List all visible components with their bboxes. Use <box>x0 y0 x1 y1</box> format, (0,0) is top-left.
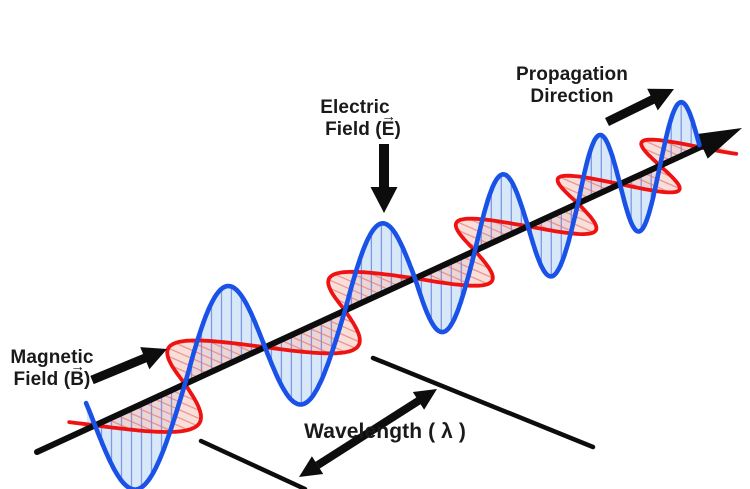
magnetic-wave-curve <box>67 137 739 434</box>
magnetic-field-label-line2: Field (→B) <box>13 358 91 391</box>
vector-arrow-icon: → <box>70 358 85 375</box>
electric-field-label: Electric Field (→E) <box>298 97 428 141</box>
propagation-direction-label: Propagation Direction <box>516 64 628 108</box>
electric-wave-curve <box>83 99 702 489</box>
magnetic-field-label-line1: Magnetic <box>10 347 94 368</box>
magnetic-field-label: Magnetic Field (→B) <box>0 347 104 391</box>
wavelength-double-arrow <box>299 389 437 477</box>
magnetic-field-arrow <box>90 347 167 385</box>
electric-field-label-line1: Electric <box>320 97 390 118</box>
wavelength-label: Wavelength ( λ ) <box>304 420 466 443</box>
electric-field-label-line2: Field (→E) <box>325 108 401 141</box>
propagation-axis-arrow <box>34 128 742 455</box>
label-pointer-arrows <box>90 88 674 477</box>
vector-arrow-icon: → <box>381 108 396 125</box>
propagation-direction-arrow <box>605 88 674 127</box>
electric-field-arrow <box>370 144 398 213</box>
wavelength-marker-lines <box>198 355 596 489</box>
lambda-symbol: λ <box>441 420 453 443</box>
